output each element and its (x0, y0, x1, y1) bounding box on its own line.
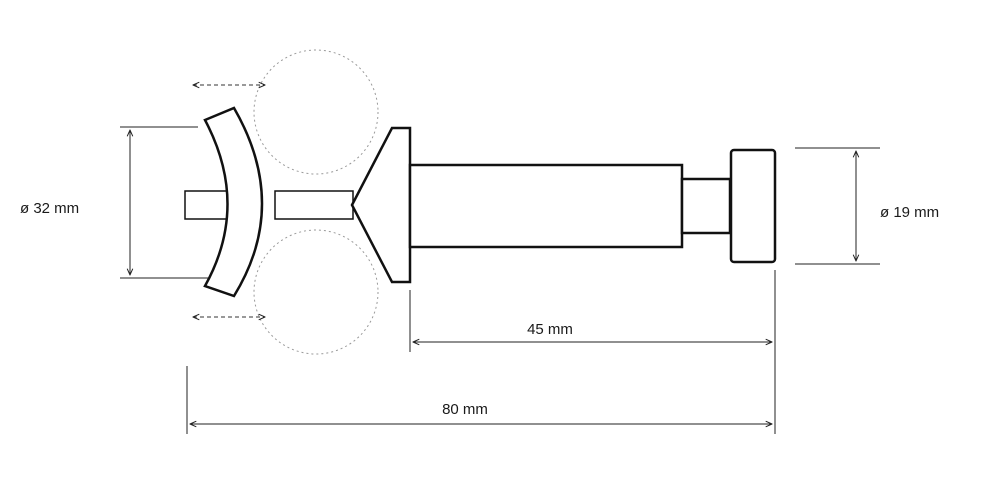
end-knob (729, 148, 777, 264)
label-body-length: 45 mm (527, 321, 573, 338)
label-total-length: 80 mm (442, 401, 488, 418)
label-washer-diameter: ø 32 mm (20, 200, 79, 217)
cone-head (350, 126, 412, 284)
label-knob-diameter: ø 19 mm (880, 204, 939, 221)
ghost-circle-top (253, 49, 379, 175)
dimension-knob-diameter: ø 19 mm (795, 147, 939, 265)
dimension-washer-diameter: ø 32 mm (20, 126, 208, 279)
ghost-circle-bottom (253, 229, 379, 355)
cylinder-body (408, 163, 684, 249)
cylinder-neck (680, 177, 732, 235)
dimension-body-length: 45 mm (409, 270, 776, 434)
threaded-rod (184, 190, 354, 220)
curved-washer (203, 106, 264, 298)
dimension-total-length: 80 mm (186, 366, 772, 434)
